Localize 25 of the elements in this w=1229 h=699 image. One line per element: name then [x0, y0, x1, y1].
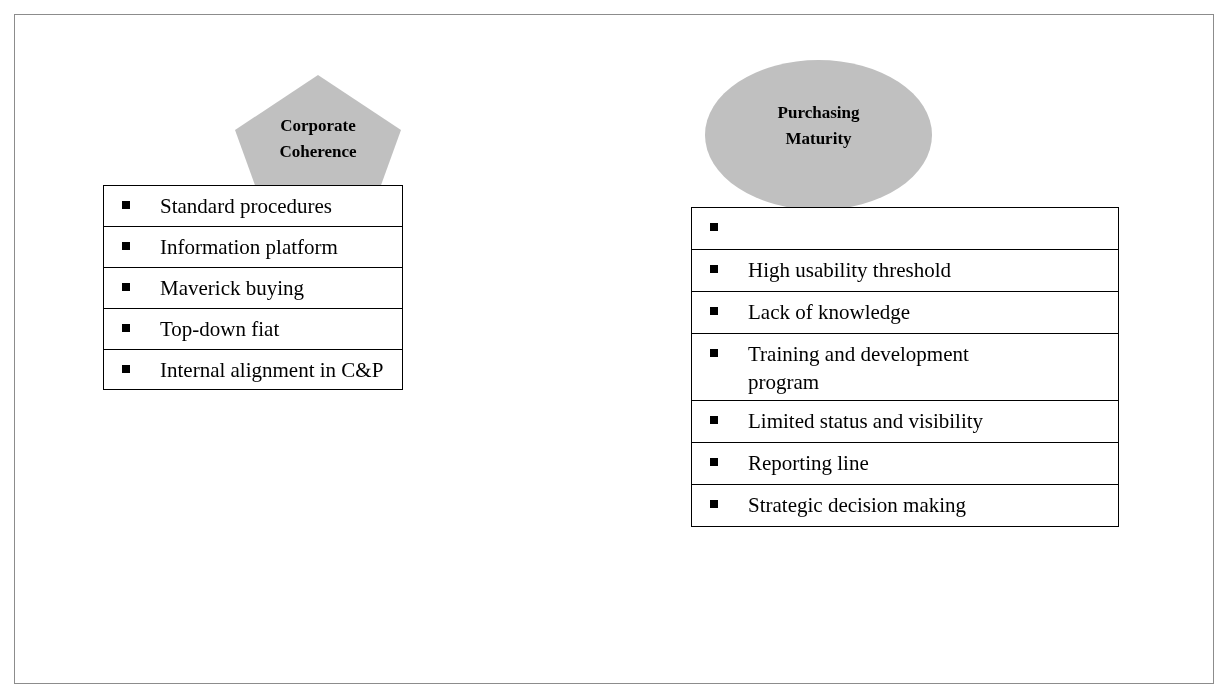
item-text: Maverick buying	[160, 275, 306, 302]
item-text: Training and development program	[748, 341, 970, 396]
item-text: Limited status and visibility	[748, 408, 985, 435]
list-row	[103, 308, 403, 350]
list-row	[103, 185, 403, 227]
list-row	[103, 349, 403, 390]
item-text: High usability threshold	[748, 257, 952, 284]
heading-text: Corporate Coherence	[278, 115, 358, 163]
heading-text: Purchasing Maturity	[776, 102, 861, 150]
list-row	[103, 226, 403, 268]
list-row	[691, 400, 1119, 443]
item-text: Information platform	[160, 234, 339, 261]
list-row	[691, 333, 1119, 401]
item-text: Reporting line	[748, 450, 870, 477]
item-text: Standard procedures	[160, 193, 334, 220]
list-row	[691, 249, 1119, 292]
item-text: Lack of knowledge	[748, 299, 912, 326]
list-row	[691, 442, 1119, 485]
list-row	[691, 484, 1119, 527]
list-row	[103, 267, 403, 309]
item-text: Internal alignment in C&P	[160, 357, 385, 384]
list-row	[691, 291, 1119, 334]
item-text: Top-down fiat	[160, 316, 281, 343]
item-text: Strategic decision making	[748, 492, 968, 519]
list-row	[691, 207, 1119, 250]
